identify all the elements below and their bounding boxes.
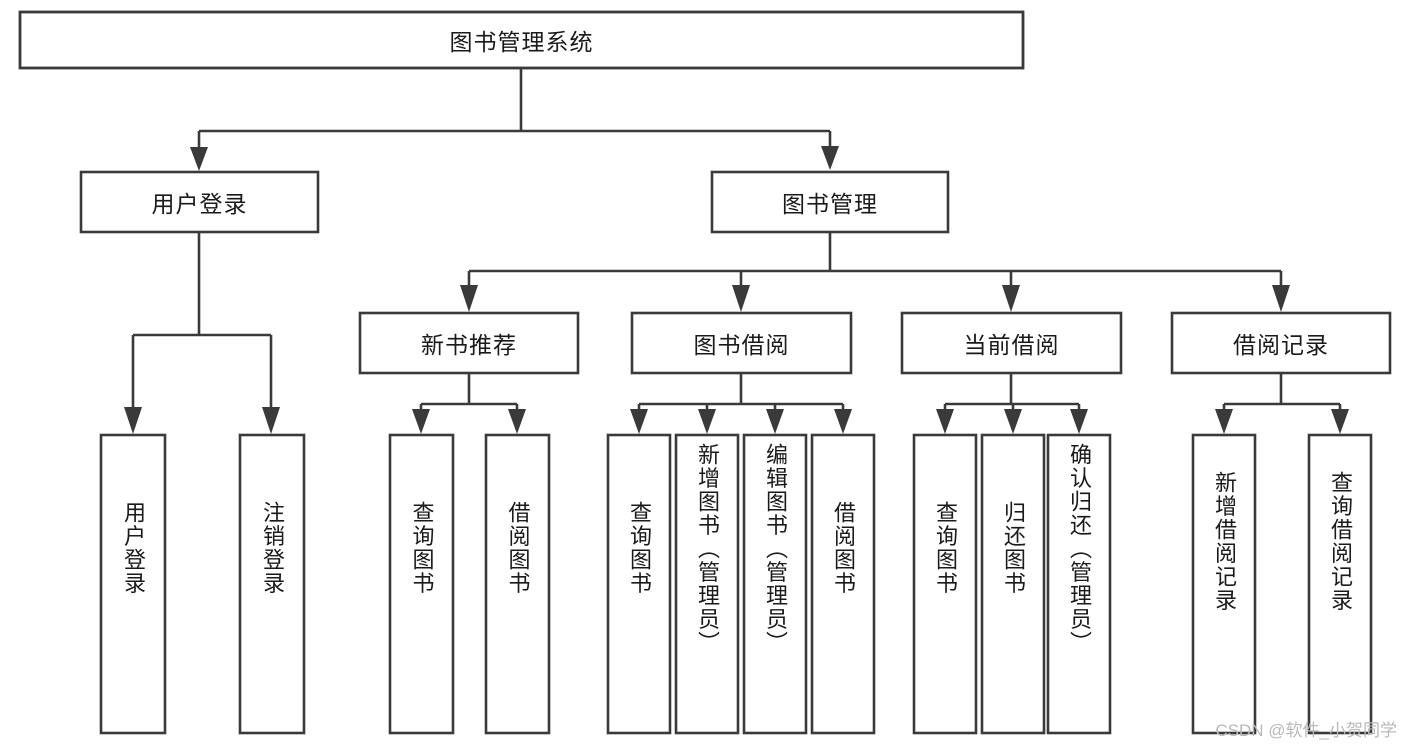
connector-group-book-borrow-leaves [630, 373, 852, 434]
node-leaf-query-book-bb[interactable] [606, 433, 672, 735]
arrowhead-leaf-user-login [124, 407, 142, 434]
connector-group-current-borrow-leaves [936, 373, 1088, 434]
arrowhead-cb-3 [1070, 409, 1088, 434]
connector-group-borrow-record-leaves [1215, 373, 1349, 434]
connector-group-new-book-leaves [412, 373, 526, 434]
node-borrow-record[interactable] [1170, 311, 1392, 375]
arrowhead-nb-2 [508, 409, 526, 434]
arrowhead-br-2 [1331, 409, 1349, 434]
arrowhead-borrow-record [1272, 285, 1290, 312]
arrowhead-bb-3 [766, 409, 784, 434]
node-book-management[interactable] [710, 170, 950, 234]
node-leaf-query-book-cb[interactable] [912, 433, 978, 735]
arrowhead-current-borrow [1002, 285, 1020, 312]
arrowhead-user-login [190, 147, 208, 171]
arrowhead-book-borrow [732, 285, 750, 312]
node-leaf-confirm-return-admin[interactable] [1046, 433, 1112, 735]
arrowhead-new-book [460, 285, 478, 312]
arrowhead-book-manage [821, 146, 839, 170]
node-user-login[interactable] [79, 170, 320, 234]
arrowhead-cb-2 [1004, 409, 1022, 434]
node-leaf-user-login[interactable] [99, 433, 167, 735]
node-new-book-recommend[interactable] [358, 311, 580, 375]
arrowhead-leaf-logout [262, 407, 280, 434]
node-book-borrow[interactable] [630, 311, 853, 375]
node-leaf-borrow-book-nb[interactable] [484, 433, 551, 735]
connector-group-user-login-leaves [124, 232, 280, 434]
node-root-book-management-system[interactable] [18, 10, 1025, 70]
arrowhead-cb-1 [936, 409, 954, 434]
node-leaf-add-borrow-record[interactable] [1191, 433, 1257, 735]
arrowhead-nb-1 [412, 409, 430, 434]
node-leaf-return-book[interactable] [980, 433, 1046, 735]
node-leaf-query-book-nb[interactable] [388, 433, 455, 735]
arrowhead-bb-1 [630, 409, 648, 434]
node-leaf-add-book-admin[interactable] [674, 433, 740, 735]
node-leaf-query-borrow-record[interactable] [1307, 433, 1373, 735]
node-leaf-logout[interactable] [238, 433, 306, 735]
arrowhead-bb-2 [698, 409, 716, 434]
connector-group-root-to-level2 [190, 68, 839, 171]
arrowhead-br-1 [1215, 409, 1233, 434]
connector-group-book-manage-to-level3 [460, 232, 1290, 312]
node-leaf-borrow-book-bb[interactable] [810, 433, 876, 735]
node-leaf-edit-book-admin[interactable] [742, 433, 808, 735]
arrowhead-bb-4 [834, 409, 852, 434]
node-current-borrow[interactable] [900, 311, 1123, 375]
